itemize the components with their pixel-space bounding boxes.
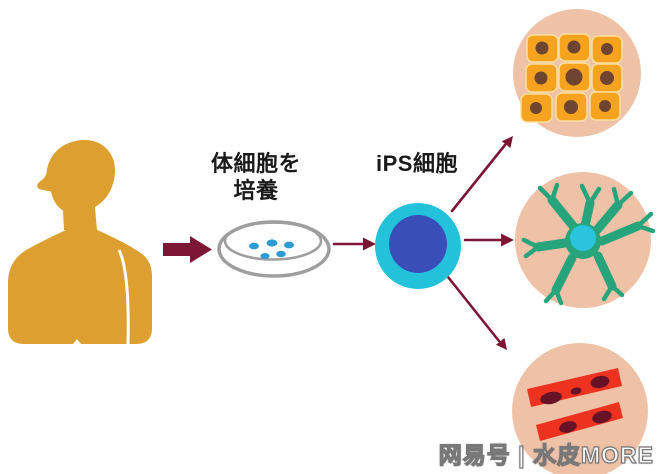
human-head: [37, 139, 116, 230]
thin-arrows: [332, 143, 507, 343]
culture-label-line1: 体細胞を: [210, 151, 301, 176]
petri-dish-rim: [223, 221, 323, 261]
muscle-nuclei: [540, 375, 612, 433]
human-arm-gap: [117, 249, 130, 345]
culture-label: 体細胞を 培養: [186, 150, 326, 204]
thin-arrow-heads: [363, 136, 514, 350]
human-torso: [8, 228, 152, 344]
ips-cell-label: iPS細胞: [376, 151, 458, 176]
ips-cell-nucleus: [389, 215, 447, 273]
human-figure: [8, 139, 152, 345]
skin-cell-nuclei: [530, 40, 614, 114]
arrow-ips-to-muscle: [446, 275, 501, 343]
watermark: 网易号 | 水皮MORE: [438, 441, 654, 468]
block-arrow-icon: [163, 236, 212, 263]
neuron-nucleus: [570, 225, 596, 251]
dish-cell-dots: [249, 239, 294, 259]
culture-label-line2: 培養: [233, 178, 279, 203]
petri-dish: [217, 220, 331, 278]
arrow-ips-to-skin: [450, 143, 507, 213]
